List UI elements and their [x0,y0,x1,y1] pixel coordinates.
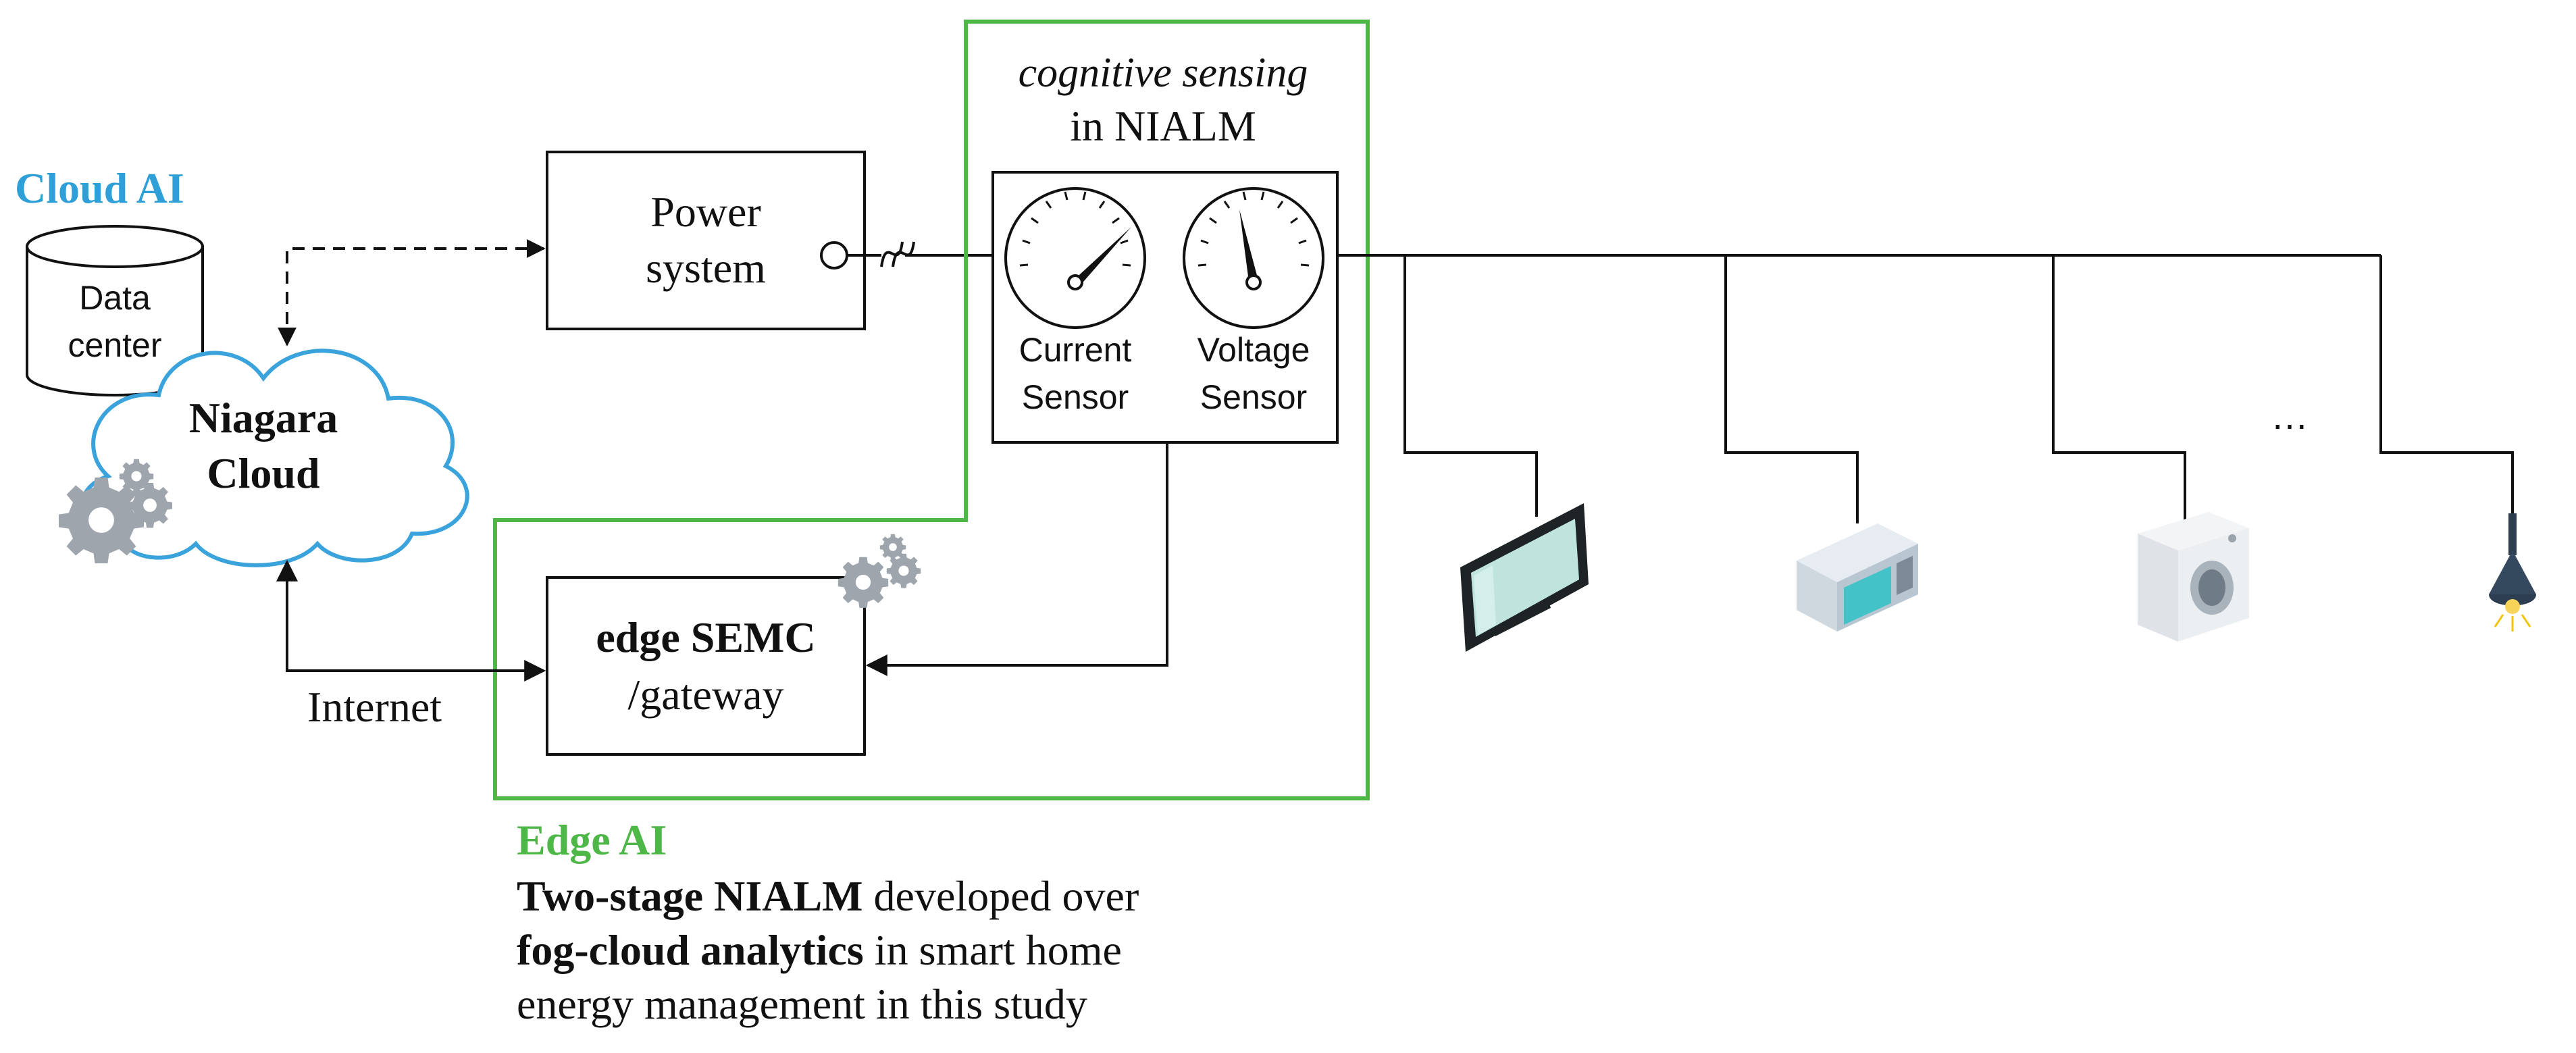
branch-lamp [2379,255,2514,513]
data-center-label-line1: Data [79,279,151,317]
caption-line1-rest: developed over [863,872,1139,920]
niagara-cloud-label-line1: Niagara [189,394,338,442]
cognitive-sensing-title-line2: in NIALM [1070,102,1256,150]
cloud-power-dashed-link [278,239,546,346]
voltage-gauge-icon [1183,187,1324,329]
washing-machine-icon [2138,512,2249,642]
current-sensor-label-line1: Current [1019,331,1132,369]
gateway-box [546,576,866,756]
squiggle-1 [880,241,904,267]
voltage-sensor-label-line1: Voltage [1197,331,1310,369]
caption-line1: Two-stage NIALM developed over [517,872,1139,920]
more-appliances-ellipsis: … [2271,394,2309,437]
gateway-label-line2: /gateway [628,671,784,719]
lamp-icon [2489,513,2536,632]
current-sensor-label-line2: Sensor [1022,378,1129,416]
internet-label: Internet [307,683,442,731]
gear-icon [838,534,921,608]
branch-tv [1403,255,1538,517]
tv-icon [1460,503,1589,652]
microwave-icon [1797,523,1918,632]
data-center-label-line2: center [68,326,162,364]
squiggle-2 [892,241,915,267]
gateway-label-line1: edge SEMC [596,613,815,661]
power-terminal [820,241,848,269]
edge-ai-boundary [493,20,1370,800]
caption-line2-rest: in smart home [864,926,1122,974]
cognitive-sensing-title-line1: cognitive sensing [1019,50,1308,96]
caption-line2-bold: fog-cloud analytics [517,926,864,974]
sensor-to-gateway-link [865,442,1168,676]
cloud-ai-title: Cloud AI [15,164,184,212]
power-system-label-line1: Power [650,188,761,236]
data-center-icon [26,225,204,396]
edge-ai-title: Edge AI [517,816,667,864]
caption-line1-bold: Two-stage NIALM [517,872,863,920]
power-system-box [546,151,866,330]
power-system-label-line2: system [646,244,766,292]
internet-link [276,559,546,682]
voltage-sensor-label-line2: Sensor [1200,378,1307,416]
caption-line2: fog-cloud analytics in smart home [517,926,1122,974]
caption-line3: energy management in this study [517,980,1087,1028]
branch-microwave [1724,255,1859,523]
branch-washer [2052,255,2186,520]
niagara-cloud-label-line2: Cloud [207,449,319,497]
current-gauge-icon [1004,187,1146,329]
